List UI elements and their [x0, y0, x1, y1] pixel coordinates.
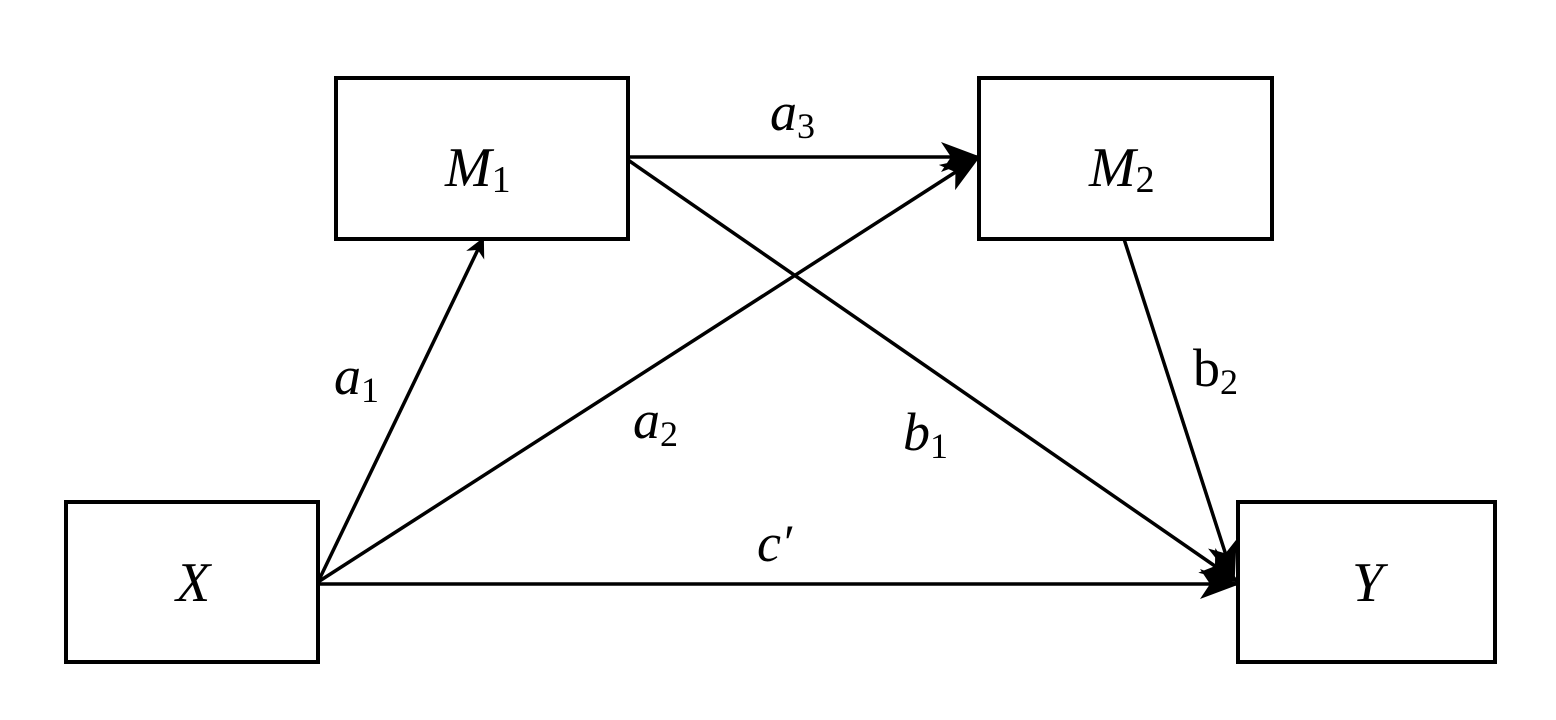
node-m1-label: M1 — [444, 137, 511, 201]
node-y: Y — [1236, 500, 1497, 664]
node-m1-box — [334, 76, 630, 241]
path-a1-label: a1 — [334, 346, 379, 410]
path-a2-arrow — [317, 155, 981, 584]
path-a2-label: a2 — [633, 390, 678, 454]
path-c-prime-label: c′ — [757, 513, 793, 573]
path-a3-label: a3 — [770, 82, 815, 146]
node-y-label: Y — [1352, 552, 1389, 614]
path-a1-arrow — [316, 237, 485, 583]
path-b2-arrow — [1122, 238, 1237, 582]
node-m2-box — [977, 76, 1274, 241]
path-b1-arrow — [627, 158, 1240, 584]
node-y-box — [1236, 500, 1497, 664]
node-x-label: X — [174, 552, 213, 614]
path-b1-label: b1 — [903, 402, 948, 466]
node-x: X — [64, 500, 320, 664]
path-b2-label: b2 — [1193, 338, 1238, 402]
node-m1: M1 — [334, 76, 630, 241]
node-m2: M2 — [977, 76, 1274, 241]
node-m2-label: M2 — [1088, 137, 1155, 201]
